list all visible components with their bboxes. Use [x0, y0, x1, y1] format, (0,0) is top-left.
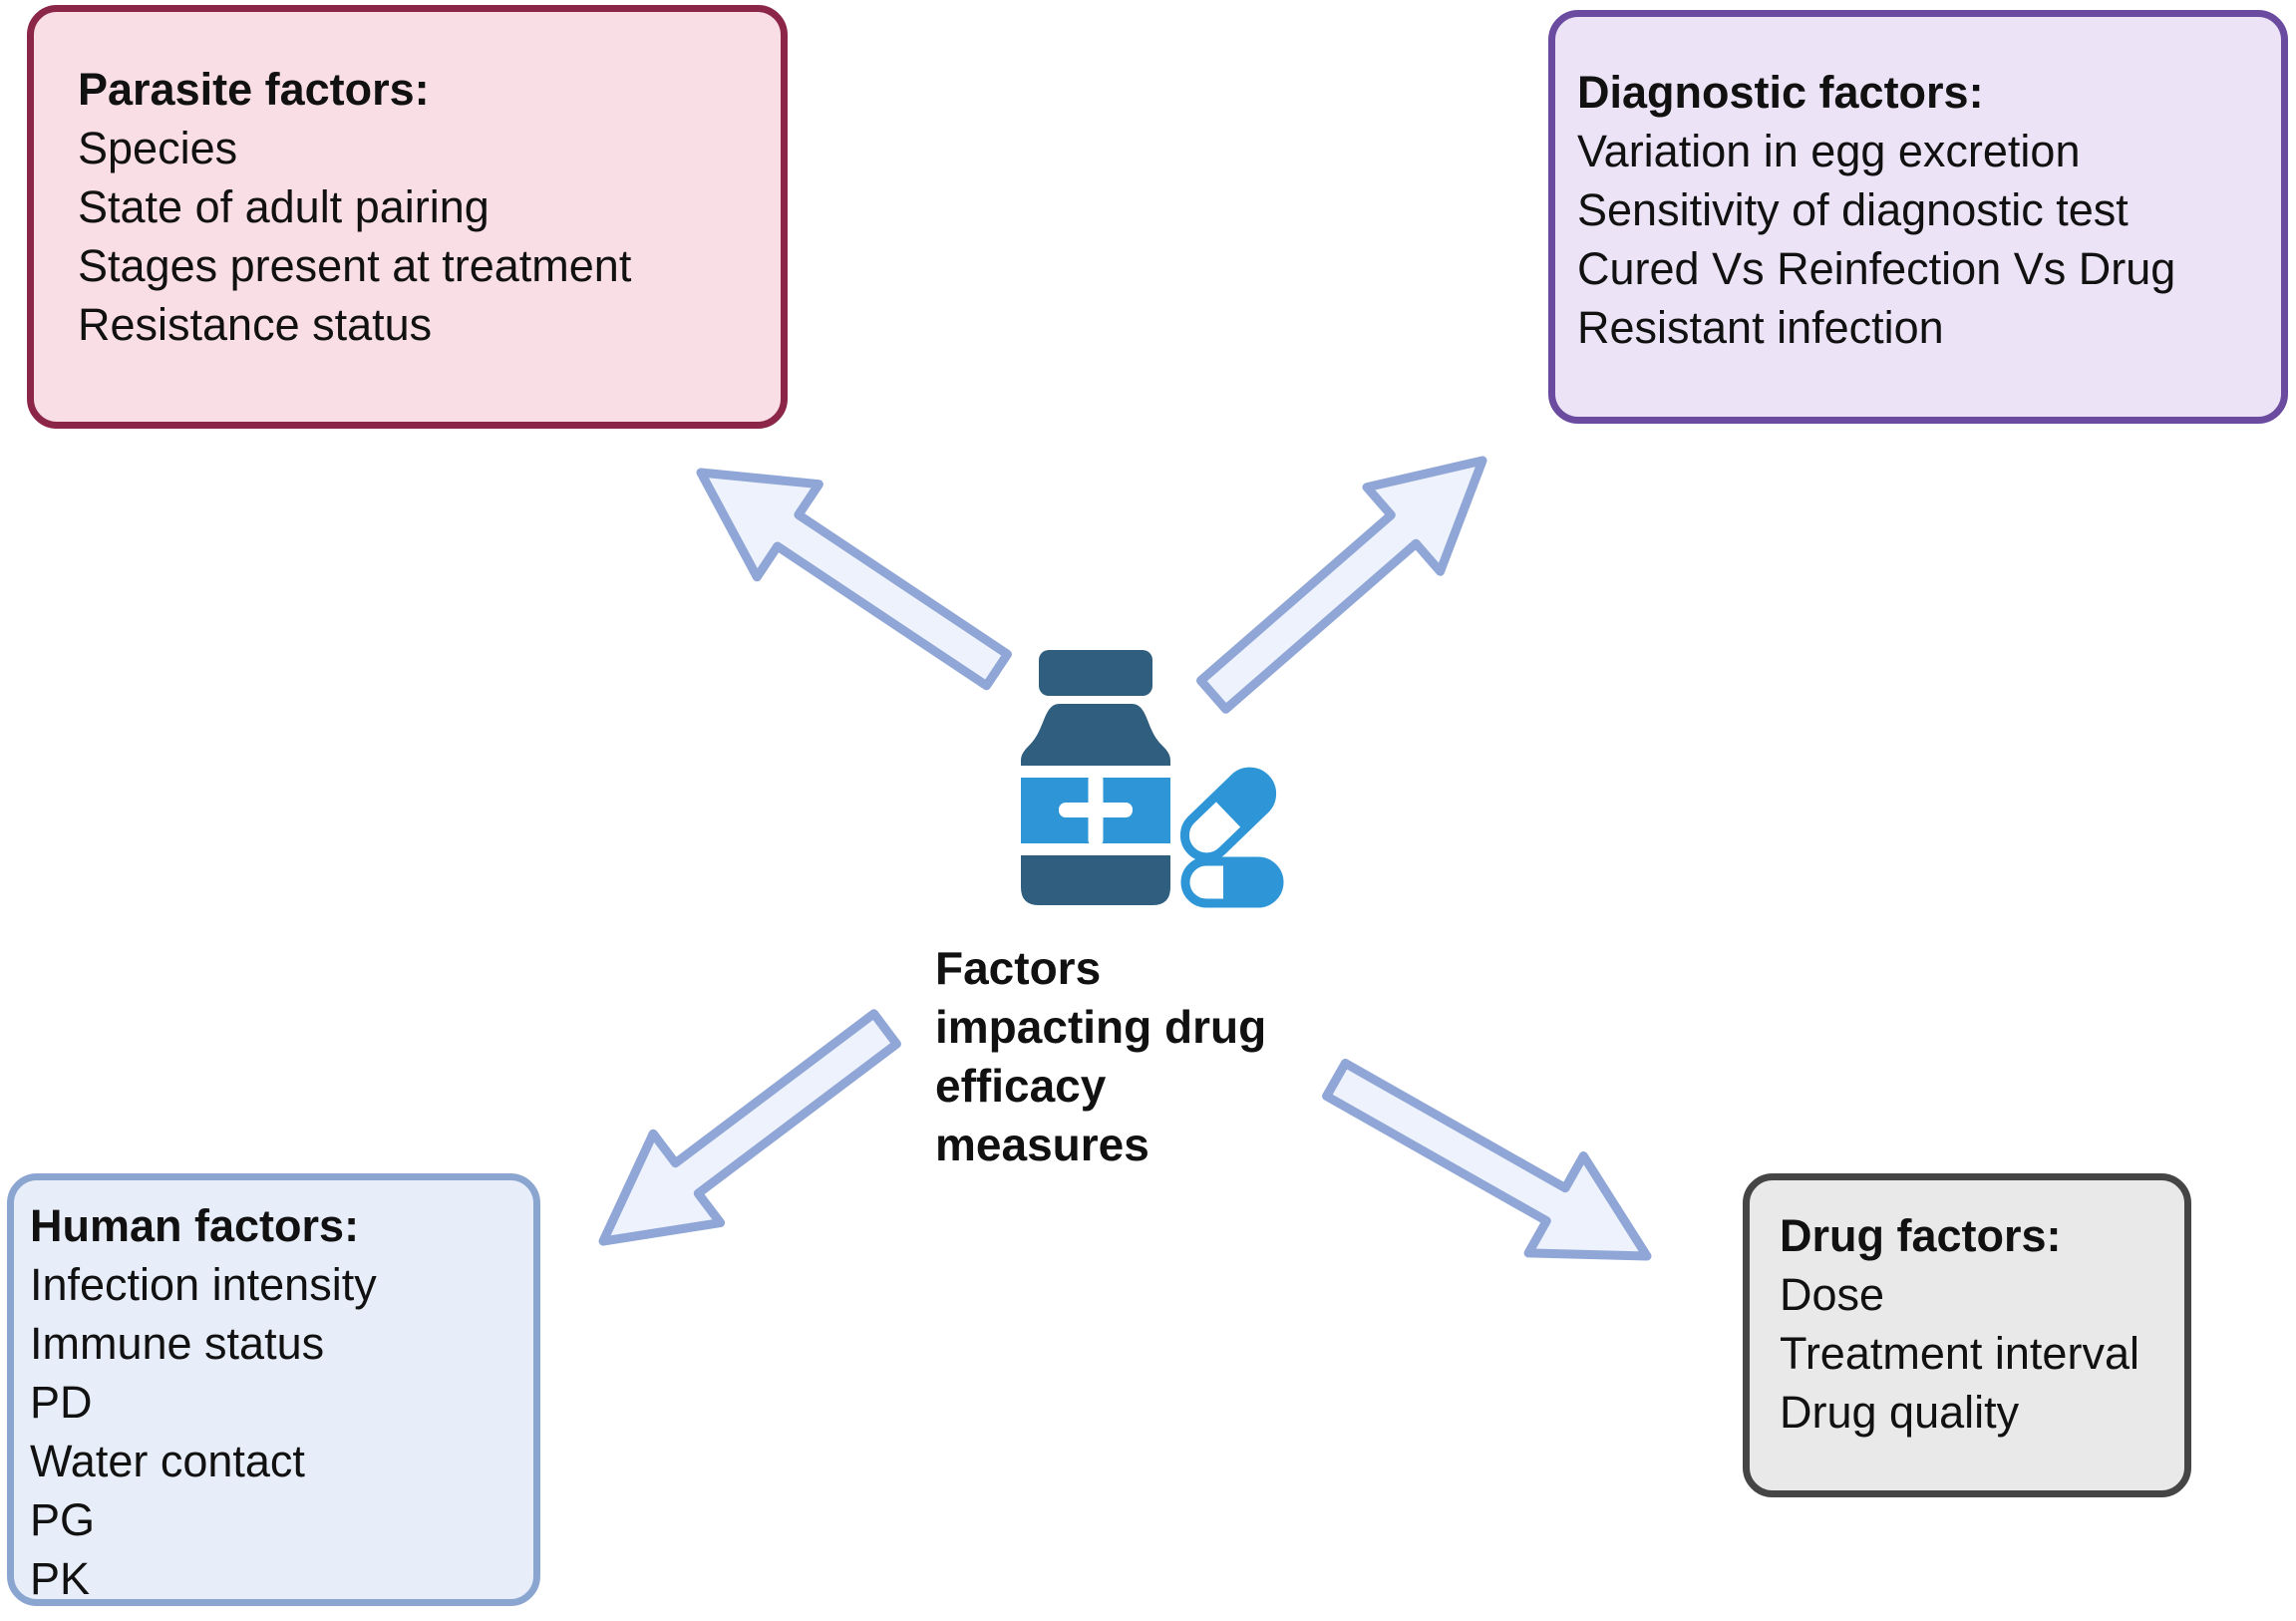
- box-item: State of adult pairing: [78, 181, 490, 232]
- capsule-icon: [1179, 767, 1277, 862]
- box-title: Parasite factors:: [78, 64, 430, 115]
- human-factors-box: Human factors: Infection intensity Immun…: [7, 1173, 540, 1606]
- box-item: Stages present at treatment: [78, 240, 632, 291]
- parasite-factors-box: Parasite factors: Species State of adult…: [27, 5, 788, 429]
- box-title: Drug factors:: [1780, 1210, 2062, 1261]
- box-title: Diagnostic factors:: [1577, 67, 1984, 118]
- pill-icon: [1180, 856, 1284, 908]
- plus-icon: [1088, 773, 1104, 847]
- box-item: Dose: [1780, 1269, 1885, 1320]
- pill-bottle-icon: [1021, 650, 1170, 905]
- box-title: Human factors:: [30, 1200, 360, 1251]
- box-item: PG: [30, 1494, 96, 1545]
- diagnostic-factors-box: Diagnostic factors: Variation in egg exc…: [1548, 10, 2288, 424]
- box-item: Treatment interval: [1780, 1328, 2139, 1379]
- drug-factors-box: Drug factors: Dose Treatment interval Dr…: [1743, 1173, 2191, 1497]
- box-item: Variation in egg excretion: [1577, 126, 2081, 176]
- box-item: Resistance status: [78, 299, 433, 350]
- box-item: Water contact: [30, 1436, 305, 1486]
- box-item: Species: [78, 123, 238, 173]
- arrow-to-diagnostic-box: [1196, 456, 1487, 714]
- box-item: PD: [30, 1377, 93, 1428]
- box-item: Infection intensity: [30, 1259, 377, 1310]
- arrow-to-drug-box: [1322, 1059, 1652, 1261]
- arrow-to-parasite-box: [696, 468, 1012, 691]
- box-item: Drug quality: [1780, 1387, 2020, 1438]
- box-item: Sensitivity of diagnostic test: [1577, 184, 2129, 235]
- box-item: Cured Vs Reinfection Vs Drug Resistant i…: [1577, 243, 2176, 353]
- center-label: Factors impacting drug efficacy measures: [935, 942, 1267, 1170]
- box-item: PK: [30, 1553, 91, 1604]
- box-item: Immune status: [30, 1318, 325, 1369]
- arrow-to-human-box: [598, 1009, 901, 1246]
